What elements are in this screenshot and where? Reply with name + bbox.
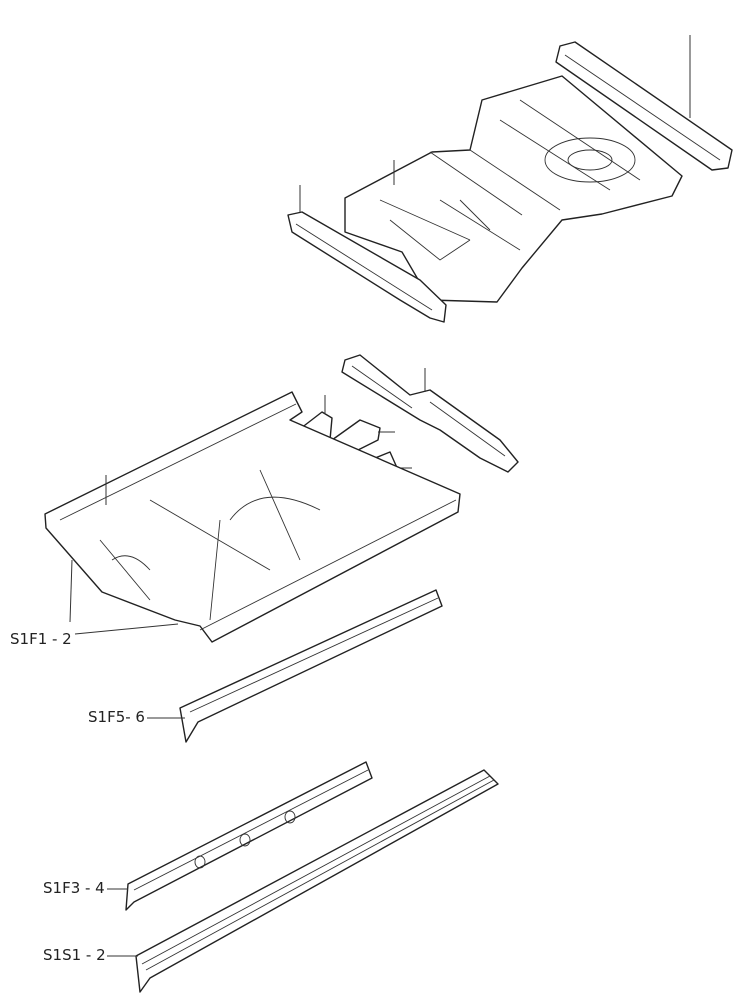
label-floor-pan: S1F1 - 2 — [10, 630, 72, 648]
rear-crossmember-part — [555, 35, 733, 171]
rear-floor-part — [344, 75, 683, 303]
rear-rail-part — [287, 185, 447, 323]
label-inner-sill: S1F5- 6 — [88, 708, 145, 726]
front-crossmember-part — [341, 354, 519, 473]
floor-pan-part — [44, 391, 461, 643]
inner-sill-part — [147, 589, 443, 743]
label-sill-reinforcement: S1F3 - 4 — [43, 879, 105, 897]
sill-reinforcement-part — [107, 761, 373, 911]
label-outer-sill: S1S1 - 2 — [43, 946, 106, 964]
outer-sill-part — [107, 769, 499, 993]
